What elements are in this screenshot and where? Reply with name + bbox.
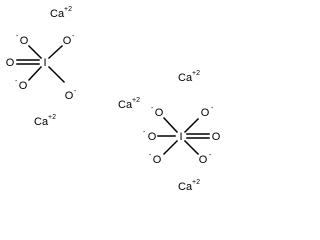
oxygen-1-top-right: O	[63, 35, 72, 47]
oxygen-1-bottom-left: O	[19, 80, 28, 92]
oxygen-1-top-left: O	[20, 35, 29, 47]
oxygen-2-top-left-charge: -	[151, 105, 154, 112]
calcium-ion-3-charge: +2	[132, 97, 140, 104]
bond-2-bottom-right	[183, 139, 200, 156]
oxygen-2-bottom-left-charge: -	[149, 152, 152, 159]
calcium-ion-4-charge: +2	[48, 114, 56, 121]
oxygen-1-top-left-charge: -	[16, 33, 19, 40]
oxygen-2-top-right-charge: -	[211, 105, 214, 112]
bond-1-top-left	[27, 44, 43, 60]
calcium-ion-1-charge: +2	[64, 6, 72, 13]
calcium-ion-5-charge: +2	[192, 179, 200, 186]
oxygen-2-bottom-right-charge: -	[209, 152, 212, 159]
bond-1-bottom-left	[27, 65, 43, 82]
oxygen-1-bottom-left-charge: -	[15, 78, 18, 85]
bond-2-top-right	[183, 117, 200, 134]
periodate-1: I O - O - O O - O -	[6, 33, 77, 102]
bond-1-top-right	[47, 44, 64, 60]
calcium-ion-1: Ca	[50, 8, 65, 20]
iodine-1: I	[43, 57, 46, 69]
periodate-1-bonds	[16, 44, 66, 84]
calcium-ion-2-charge: +2	[192, 70, 200, 77]
oxygen-1-bottom-right-charge: -	[74, 88, 77, 95]
oxygen-2-right: O	[212, 131, 221, 143]
bond-1-bottom-right	[47, 65, 66, 84]
oxygen-2-left: O	[148, 131, 157, 143]
calcium-ion-2: Ca	[178, 72, 193, 84]
structure-svg: I O - O - O O - O - I O - O - O - O O - …	[6, 6, 221, 193]
oxygen-2-bottom-left: O	[153, 154, 162, 166]
oxygen-2-top-left: O	[155, 107, 164, 119]
bond-2-top-left	[162, 116, 179, 134]
calcium-ion-4: Ca	[34, 116, 49, 128]
oxygen-2-bottom-right: O	[199, 154, 208, 166]
iodine-2: I	[179, 131, 182, 143]
calcium-ion-3: Ca	[118, 99, 133, 111]
oxygen-1-left: O	[6, 57, 15, 69]
periodate-2-bonds	[157, 116, 210, 156]
calcium-ions: Ca +2 Ca +2 Ca +2 Ca +2 Ca +2	[34, 6, 200, 193]
structure-diagram: I O - O - O O - O - I O - O - O - O O - …	[5, 6, 221, 193]
oxygen-1-bottom-right: O	[65, 90, 74, 102]
oxygen-2-top-right: O	[201, 107, 210, 119]
oxygen-1-top-right-charge: -	[72, 33, 75, 40]
bond-2-bottom-left	[162, 139, 179, 156]
oxygen-2-left-charge: -	[143, 129, 146, 136]
calcium-ion-5: Ca	[178, 181, 193, 193]
periodate-2: I O - O - O - O O - O -	[143, 105, 221, 166]
